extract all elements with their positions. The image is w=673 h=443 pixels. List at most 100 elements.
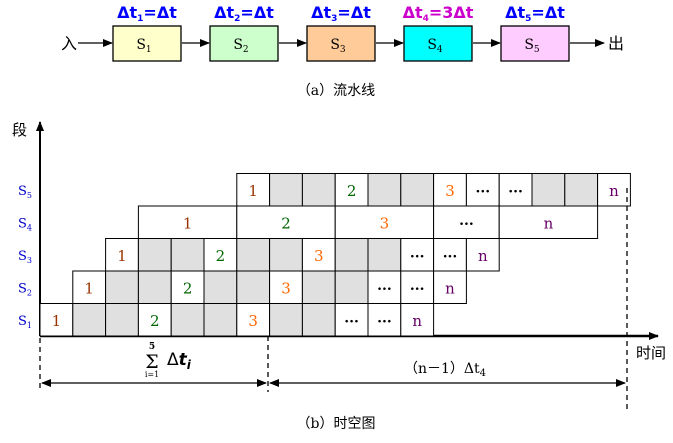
cell-S2-4	[203, 270, 238, 304]
pipeline-input-label: 入	[61, 34, 77, 53]
cell-S1-10	[367, 303, 402, 337]
pipeline-stage-label-4: S4	[427, 37, 443, 55]
cell-S1-11	[400, 303, 435, 337]
pipeline-stage-label-1: S1	[136, 37, 151, 55]
cell-task-label: 2	[347, 182, 357, 200]
pipeline-stage-letter: S	[233, 37, 243, 53]
time-value: =Δt	[531, 3, 565, 22]
x-axis-label: 时间	[636, 344, 666, 362]
row-label-S4: S4	[18, 216, 32, 232]
sum-symbol: Σ	[145, 351, 158, 373]
cell-S2-3	[170, 270, 205, 304]
sum-formula: 5 Σ i=1 Δti	[145, 342, 192, 379]
sum-term: Δti	[167, 350, 192, 372]
pipeline-stage-box-3	[306, 25, 376, 62]
cell-task-label: ···	[377, 281, 392, 297]
cell-S1-5	[203, 303, 238, 337]
row-label-sub: 5	[27, 191, 32, 200]
pipeline-stage-time-4: Δt4=3Δt	[403, 3, 474, 24]
cell-task-label: ···	[475, 184, 490, 200]
span-label: （n－1）Δt4	[404, 361, 486, 379]
cell-task-label: ···	[344, 314, 359, 330]
cell-S5-2	[301, 173, 336, 207]
time-prefix: Δt	[311, 3, 331, 22]
cell-S5-9	[531, 173, 566, 207]
cell-S4-0	[137, 205, 238, 239]
cell-S3-7	[334, 238, 369, 272]
row-label-letter: S	[18, 184, 27, 199]
cell-task-label: 1	[248, 182, 258, 200]
time-value: =Δt	[143, 3, 177, 22]
cell-S5-10	[564, 173, 599, 207]
cell-task-label: n	[478, 247, 488, 265]
y-axis-label: 段	[12, 121, 27, 139]
cell-task-label: 1	[52, 312, 62, 330]
cell-task-label: 2	[183, 279, 193, 297]
row-label-S2: S2	[18, 281, 32, 297]
row-label-sub: 1	[27, 321, 32, 330]
cell-task-label: n	[445, 279, 455, 297]
cell-S5-6	[433, 173, 467, 207]
pipeline-stage-label-3: S3	[330, 37, 346, 55]
row-label-letter: S	[18, 249, 27, 264]
cell-S1-0	[39, 303, 74, 337]
row-label-sub: 3	[27, 256, 32, 265]
time-value: =Δt	[337, 3, 371, 22]
cell-S3-4	[236, 238, 271, 272]
cell-task-label: ···	[377, 314, 392, 330]
cell-S5-5	[400, 173, 435, 207]
pipeline-stage-time-3: Δt3=Δt	[311, 3, 371, 24]
cell-S2-1	[105, 270, 139, 304]
cell-S1-3	[137, 303, 172, 337]
cell-S2-5	[236, 270, 271, 304]
cell-S4-2	[334, 205, 435, 239]
span-label-main: （n－1）Δt	[404, 361, 480, 377]
time-value: =Δt	[240, 3, 274, 22]
cell-S5-8	[498, 173, 533, 207]
cell-S5-4	[367, 173, 402, 207]
cell-task-label: ···	[459, 216, 474, 232]
cell-S2-7	[301, 270, 336, 304]
pipeline-output-label: 出	[608, 34, 624, 53]
cell-S2-11	[433, 270, 467, 304]
row-label-sub: 4	[27, 223, 32, 232]
cell-task-label: 3	[445, 182, 455, 200]
pipeline-stage-letter: S	[136, 37, 146, 53]
sum-lower-limit: i=1	[145, 370, 159, 379]
cell-S2-0	[72, 270, 107, 304]
time-sub: 1	[137, 14, 143, 24]
sum-term-var: t	[179, 350, 188, 370]
cell-task-label: ···	[508, 184, 523, 200]
pipeline-caption: （a）流水线	[297, 83, 375, 99]
pipeline-stage-box-2	[209, 25, 279, 62]
time-sub: 3	[331, 14, 337, 24]
cell-S2-6	[269, 270, 303, 304]
cell-task-label: 2	[281, 214, 291, 232]
cell-S2-8	[334, 270, 369, 304]
cell-S1-4	[170, 303, 205, 337]
cell-S1-6	[236, 303, 271, 337]
cell-S3-11	[465, 238, 500, 272]
cell-task-label: ···	[410, 249, 425, 265]
time-sub: 5	[525, 14, 531, 24]
sum-term-delta: Δ	[167, 350, 179, 370]
cell-task-label: 1	[117, 247, 127, 265]
cell-task-label: ···	[443, 249, 458, 265]
pipeline-stage-letter: S	[427, 37, 437, 53]
cell-S4-4	[498, 205, 599, 239]
cell-task-label: 3	[314, 247, 324, 265]
pipeline-stage-sub: 3	[340, 45, 346, 55]
cell-task-label: 3	[380, 214, 390, 232]
row-label-S1: S1	[18, 314, 32, 330]
cell-S5-1	[269, 173, 303, 207]
cell-S2-2	[137, 270, 172, 304]
row-label-letter: S	[18, 281, 27, 296]
pipeline-stage-box-4	[403, 25, 473, 62]
cell-S3-3	[203, 238, 238, 272]
cell-task-label: ···	[410, 281, 425, 297]
time-prefix: Δt	[403, 3, 423, 22]
pipeline-stage-letter: S	[330, 37, 340, 53]
cell-S1-7	[269, 303, 303, 337]
time-prefix: Δt	[214, 3, 234, 22]
